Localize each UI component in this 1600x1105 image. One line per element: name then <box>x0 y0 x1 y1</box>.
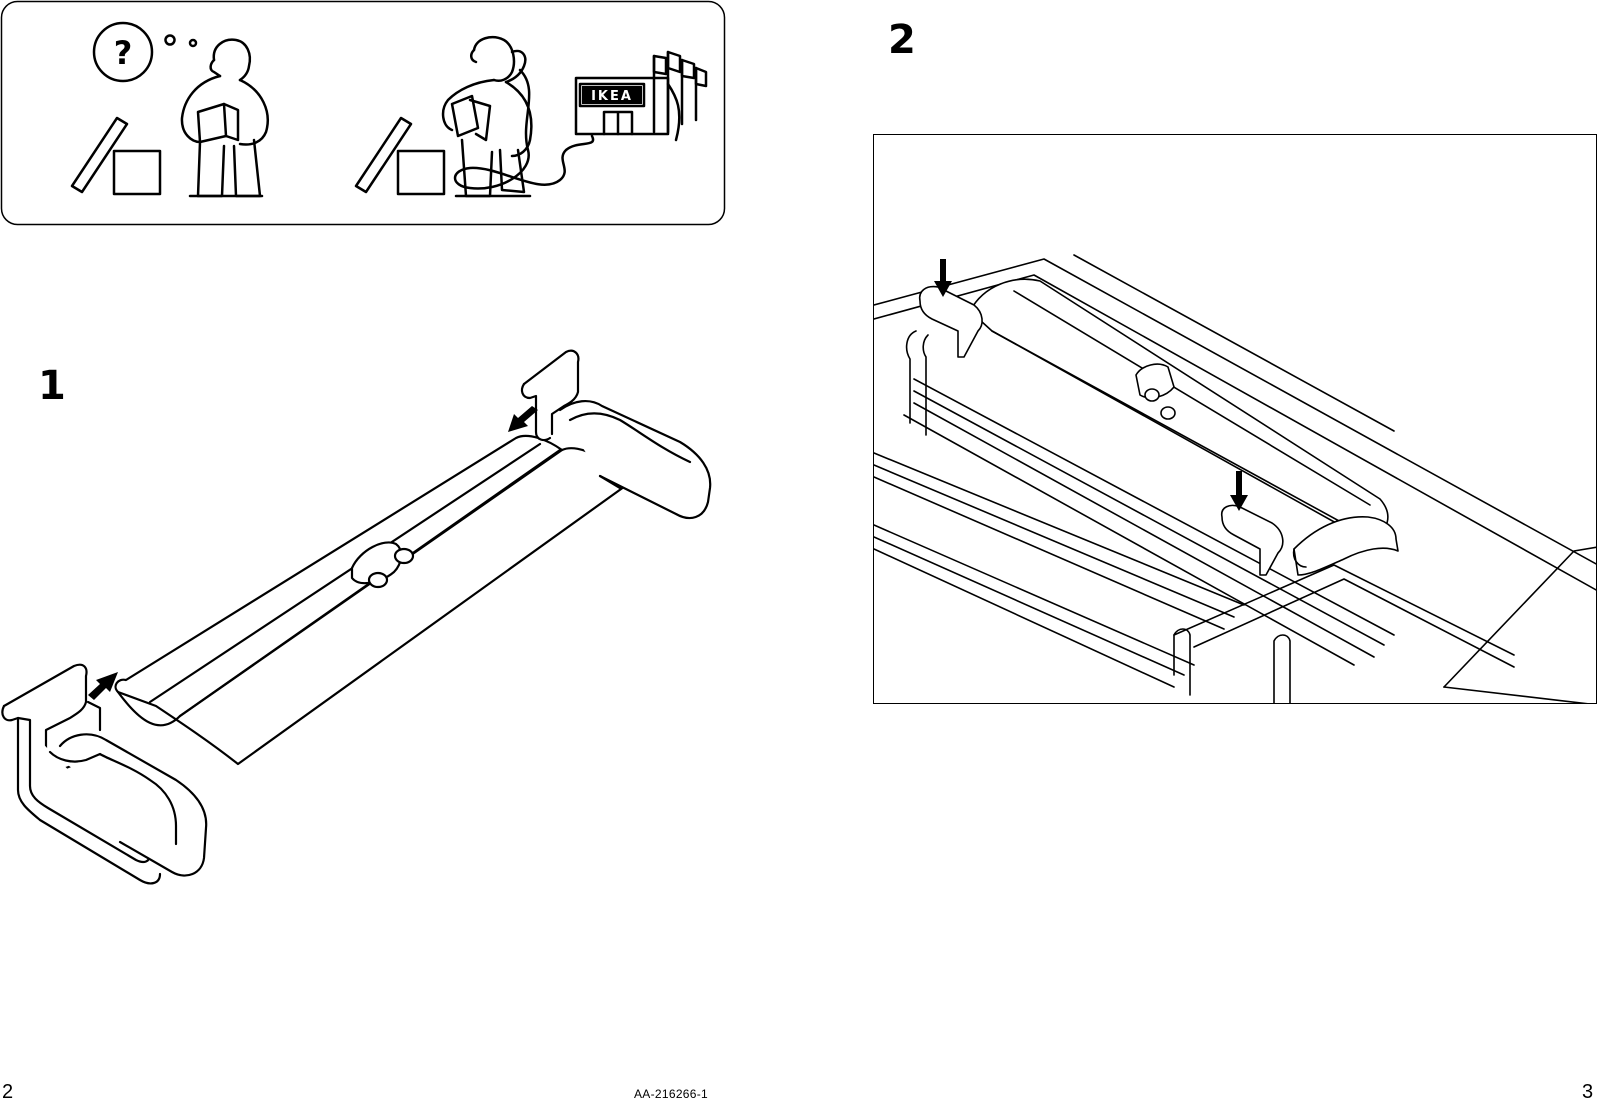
left-clip <box>920 287 982 357</box>
article-code: AA-216266-1 <box>634 1088 708 1100</box>
right-end-cap <box>1294 517 1398 575</box>
box-icon <box>398 151 444 194</box>
page-number-left: 2 <box>2 1082 13 1102</box>
question-mark-glyph: ? <box>114 34 133 72</box>
left-end-bracket <box>2 665 206 884</box>
call-store-scene <box>356 37 706 196</box>
store-sign-text: IKEA <box>591 89 633 104</box>
right-clip <box>1222 505 1283 575</box>
insert-arrow-left-icon <box>88 672 118 700</box>
step-1-illustration <box>0 350 730 910</box>
box-icon <box>114 151 160 194</box>
help-panel: ? IKEA <box>0 0 726 227</box>
plank-icon <box>72 118 127 192</box>
step-2-illustration <box>874 135 1597 704</box>
step-2-number: 2 <box>888 20 916 60</box>
help-panel-illustration: ? IKEA <box>0 0 726 227</box>
roller-panel <box>118 448 628 764</box>
mounted-roller <box>970 279 1388 539</box>
page-number-right: 3 <box>1582 1082 1593 1102</box>
insert-arrow-right-icon <box>508 406 538 432</box>
plank-icon <box>356 118 411 192</box>
step-2-frame <box>873 134 1597 704</box>
confused-person-scene <box>72 23 268 196</box>
